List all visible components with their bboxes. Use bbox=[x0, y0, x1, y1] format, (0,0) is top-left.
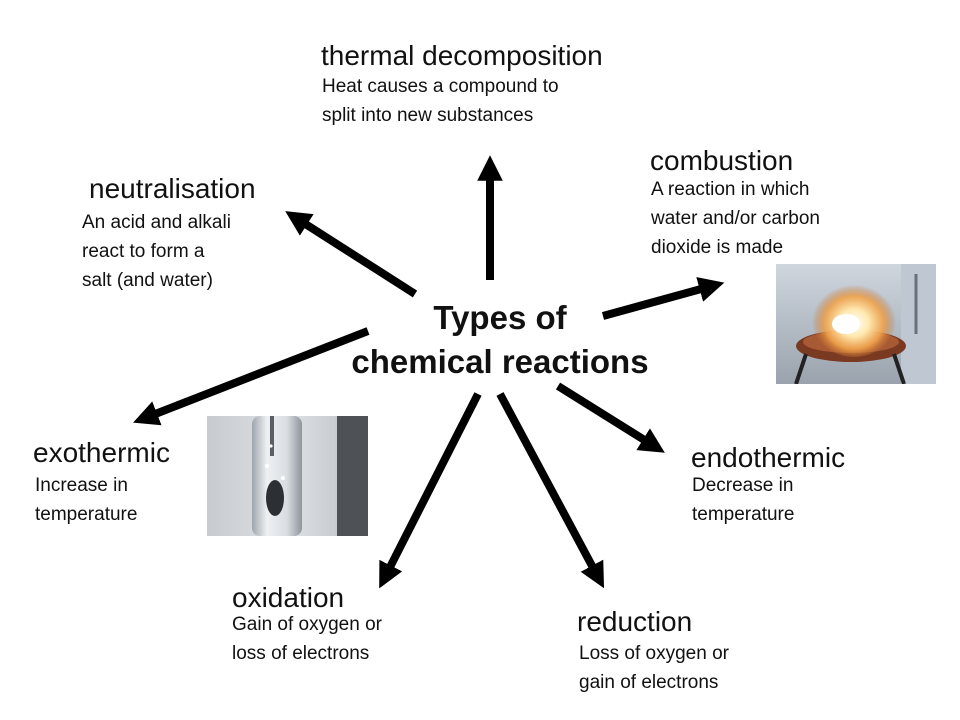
neutralisation-desc-line: An acid and alkali bbox=[82, 212, 231, 233]
arrow-oxidation bbox=[379, 392, 482, 589]
endothermic-heading: endothermic bbox=[691, 442, 846, 473]
combustion-description: A reaction in which water and/or carbon … bbox=[651, 175, 820, 262]
combustion-desc-line: dioxide is made bbox=[651, 237, 784, 258]
neutralisation-heading: neutralisation bbox=[89, 173, 256, 204]
endothermic-description: Decrease in temperature bbox=[692, 471, 794, 529]
thermal-decomposition-desc-line: Heat causes a compound to bbox=[322, 76, 559, 97]
combustion-heading: combustion bbox=[650, 145, 794, 176]
endothermic-desc-line: Decrease in bbox=[692, 475, 794, 496]
arrow-endothermic bbox=[555, 382, 665, 453]
endothermic-desc-line: temperature bbox=[692, 504, 795, 525]
thermal-decomposition-heading: thermal decomposition bbox=[321, 40, 603, 71]
neutralisation-desc-line: salt (and water) bbox=[82, 270, 213, 291]
central-title-line2: chemical reactions bbox=[351, 343, 649, 380]
oxidation-desc-line: loss of electrons bbox=[232, 643, 370, 664]
oxidation-description: Gain of oxygen or loss of electrons bbox=[232, 610, 382, 668]
reduction-desc-line: gain of electrons bbox=[579, 672, 719, 693]
exothermic-description: Increase in temperature bbox=[35, 471, 137, 529]
central-title-line1: Types of bbox=[433, 299, 567, 336]
combustion-desc-line: A reaction in which bbox=[651, 179, 810, 200]
arrow-reduction bbox=[496, 392, 605, 589]
oxidation-desc-line: Gain of oxygen or bbox=[232, 614, 382, 635]
thermal-decomposition-description: Heat causes a compound to split into new… bbox=[322, 72, 559, 130]
thermal-decomposition-desc-line: split into new substances bbox=[322, 105, 534, 126]
exothermic-desc-line: Increase in bbox=[35, 475, 128, 496]
exothermic-heading: exothermic bbox=[33, 437, 170, 468]
oxidation-heading: oxidation bbox=[232, 582, 345, 613]
neutralisation-desc-line: react to form a bbox=[82, 241, 205, 262]
central-title: Types of chemical reactions bbox=[320, 296, 680, 384]
neutralisation-description: An acid and alkali react to form a salt … bbox=[82, 208, 231, 295]
exothermic-desc-line: temperature bbox=[35, 504, 138, 525]
reduction-description: Loss of oxygen or gain of electrons bbox=[579, 639, 729, 697]
arrow-combustion bbox=[601, 277, 725, 320]
arrow-exothermic bbox=[133, 327, 370, 426]
combustion-photo bbox=[776, 264, 936, 384]
arrow-neutralisation bbox=[285, 211, 418, 298]
reduction-desc-line: Loss of oxygen or bbox=[579, 643, 729, 664]
combustion-desc-line: water and/or carbon bbox=[651, 208, 820, 229]
reduction-heading: reduction bbox=[577, 606, 693, 637]
exothermic-test-tube-photo bbox=[207, 416, 368, 536]
